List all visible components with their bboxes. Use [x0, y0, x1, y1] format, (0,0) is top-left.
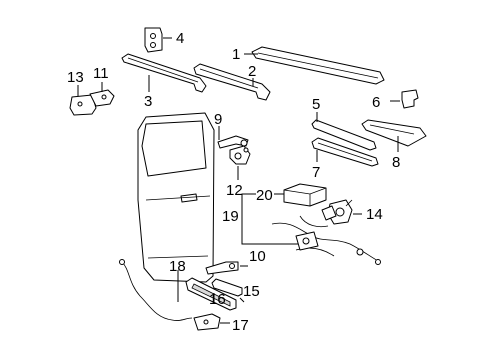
sill-plate-part: [185, 277, 237, 311]
callout-15: 15: [243, 283, 260, 300]
control-module-part: [283, 183, 327, 207]
callout-19: 19: [222, 208, 239, 225]
callout-7: 7: [312, 164, 320, 181]
center-track-rail-part: [193, 63, 271, 101]
callout-14: 14: [366, 206, 383, 223]
center-roller-part: [229, 145, 251, 165]
release-cable-part: [119, 259, 193, 321]
callout-13: 13: [67, 69, 84, 86]
cable-harness-part: [271, 205, 381, 265]
callout-6: 6: [372, 94, 380, 111]
callout-16: 16: [209, 291, 226, 308]
callout-3: 3: [144, 93, 152, 110]
small-bracket-part: [401, 89, 419, 109]
callout-20: 20: [256, 187, 273, 204]
callout-10: 10: [249, 248, 266, 265]
hinge-part: [69, 89, 115, 116]
lower-roller-arm-part: [205, 261, 239, 275]
sliding-door-panel: [137, 112, 215, 283]
callout-18: 18: [169, 258, 186, 275]
callout-2: 2: [248, 63, 256, 80]
lower-rail-cover-part: [311, 137, 379, 167]
upper-track-rail-part: [251, 46, 385, 85]
lower-track-part: [211, 278, 243, 297]
callout-5: 5: [312, 96, 320, 113]
end-cap-part: [361, 119, 427, 147]
latch-motor-part: [327, 199, 353, 225]
leader-19: [241, 193, 300, 245]
callout-17: 17: [232, 317, 249, 334]
bracket-part: [144, 27, 163, 53]
latch-part: [193, 313, 221, 331]
callout-4: 4: [176, 30, 184, 47]
callout-11: 11: [93, 65, 109, 82]
lower-track-rail-part: [121, 53, 207, 93]
upper-rail-cover-part: [311, 119, 377, 151]
callout-12: 12: [226, 182, 243, 199]
leader-line-15: [239, 297, 245, 303]
callout-8: 8: [392, 154, 400, 171]
callout-9: 9: [214, 111, 222, 128]
callout-1: 1: [232, 46, 240, 63]
